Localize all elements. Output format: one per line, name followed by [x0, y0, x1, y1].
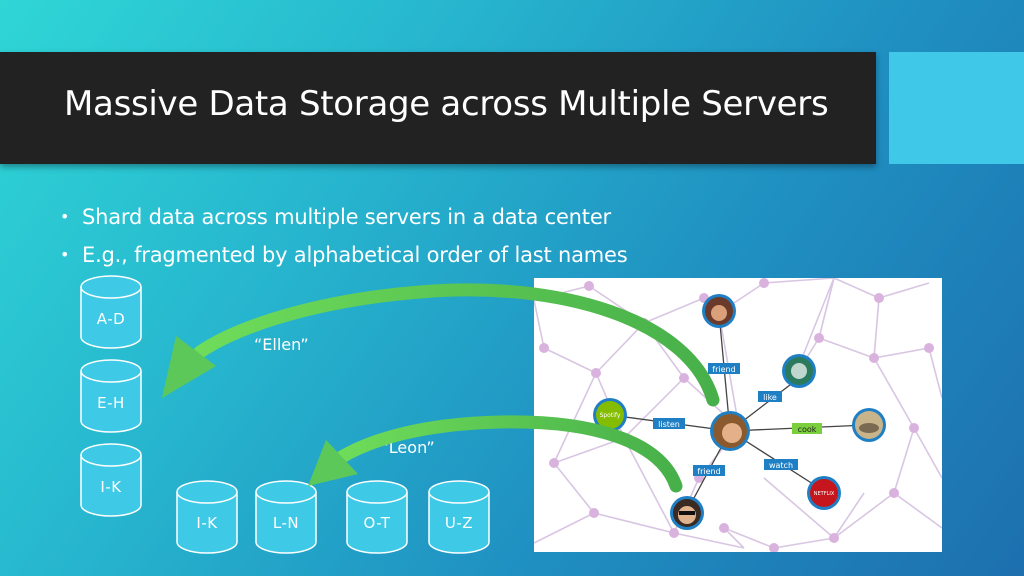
shard-label: I-K: [176, 514, 238, 532]
bullet-list: •Shard data across multiple servers in a…: [60, 198, 628, 274]
database-shard-u-z: U-Z: [428, 480, 490, 554]
bullet-item: •E.g., fragmented by alphabetical order …: [60, 236, 628, 274]
database-shard-i-k: I-K: [80, 443, 142, 517]
bullet-dot-icon: •: [60, 236, 82, 274]
social-graph-diagram: friend like listen cook watch friend: [534, 278, 942, 552]
database-shard-e-h: E-H: [80, 359, 142, 433]
avatar-top-person: [702, 294, 736, 328]
starbucks-logo-icon: [782, 354, 816, 388]
edge-label-friend-top: friend: [712, 365, 735, 374]
bullet-text: E.g., fragmented by alphabetical order o…: [82, 243, 628, 267]
database-shard-l-n: L-N: [255, 480, 317, 554]
database-shard-o-t: O-T: [346, 480, 408, 554]
edge-label-listen: listen: [658, 420, 680, 429]
edge-label-watch: watch: [769, 461, 793, 470]
shard-label: I-K: [80, 478, 142, 496]
avatar-bottom-person: [670, 496, 704, 530]
netflix-label: NETFLIX: [814, 491, 835, 497]
database-shard-a-d: A-D: [80, 275, 142, 349]
social-graph-image: friend like listen cook watch friend: [534, 278, 942, 552]
shard-label: L-N: [255, 514, 317, 532]
database-shard-i-k-2: I-K: [176, 480, 238, 554]
quote-leon: “Leon”: [381, 438, 435, 457]
quote-ellen: “Ellen”: [254, 335, 309, 354]
spotify-logo-icon: Spotify: [593, 398, 627, 432]
accent-box: [889, 52, 1024, 164]
edge-label-cook: cook: [798, 425, 817, 434]
edge-label-friend-bottom: friend: [697, 467, 720, 476]
bullet-text: Shard data across multiple servers in a …: [82, 205, 611, 229]
netflix-logo-icon: NETFLIX: [807, 476, 841, 510]
bullet-dot-icon: •: [60, 198, 82, 236]
slide-title: Massive Data Storage across Multiple Ser…: [64, 84, 828, 124]
food-photo-icon: [852, 408, 886, 442]
shard-label: O-T: [346, 514, 408, 532]
shard-label: E-H: [80, 394, 142, 412]
spotify-label: Spotify: [600, 412, 621, 419]
avatar-center-person: [710, 411, 750, 451]
edge-label-like: like: [763, 393, 777, 402]
bullet-item: •Shard data across multiple servers in a…: [60, 198, 628, 236]
shard-label: U-Z: [428, 514, 490, 532]
shard-label: A-D: [80, 310, 142, 328]
